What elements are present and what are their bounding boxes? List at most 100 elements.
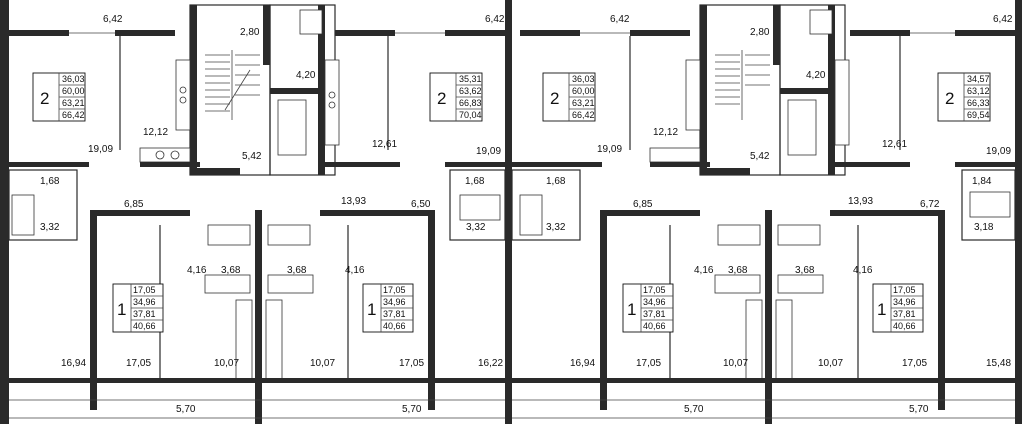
area-label: 17,05 [399,358,424,369]
area-label: 2,80 [750,27,770,38]
area-label: 1,68 [40,176,60,187]
elevator-shaft [299,9,323,35]
outer-wall-right [505,0,512,424]
section-right [511,0,1022,424]
area-label: 4,16 [345,265,365,276]
apt-area: 63,21 [572,98,595,108]
apt-area: 34,57 [967,74,990,84]
kitchen-counter [775,299,793,381]
room-count: 2 [550,89,559,108]
apt-table-left-3: 1 17,05 34,96 37,81 40,66 [112,283,164,333]
area-label: 12,12 [653,127,678,138]
apt-area: 34,96 [383,297,406,307]
washbasin [204,274,251,294]
area-label: 6,85 [124,199,144,210]
apt-area: 40,66 [893,321,916,331]
room-count: 1 [627,300,636,319]
apt-table-left-4: 1 17,05 34,96 37,81 40,66 [362,283,414,333]
kitchen-counter [649,147,701,163]
apt-area: 70,04 [459,110,482,120]
area-label: 3,32 [40,222,60,233]
area-label: 16,94 [61,358,86,369]
apt-area: 60,00 [62,86,85,96]
apt-area: 66,83 [459,98,482,108]
apt-area: 37,81 [383,309,406,319]
area-label: 3,68 [795,265,815,276]
area-label: 6,42 [993,14,1013,25]
apt-area: 66,42 [62,110,85,120]
washbasin [714,274,761,294]
apt-table-left-1: 2 36,03 60,00 63,21 66,42 [32,72,86,122]
area-label: 19,09 [986,146,1011,157]
area-label: 10,07 [818,358,843,369]
labels-right: 6,42 6,42 2,80 4,20 12,12 12,61 19,09 19… [546,14,1013,415]
apt-area: 66,33 [967,98,990,108]
labels-left: 6,42 6,42 2,80 4,20 12,12 12,61 19,09 19… [40,14,505,415]
apt-table-right-1: 2 36,03 60,00 63,21 66,42 [542,72,596,122]
kitchen-counter [745,299,763,381]
apt-area: 40,66 [643,321,666,331]
area-label: 3,68 [221,265,241,276]
apt-area: 34,96 [893,297,916,307]
stair-steps [205,50,260,120]
area-label: 4,20 [296,70,316,81]
kitchen-counter [685,59,701,131]
area-label: 6,50 [411,199,431,210]
area-label: 19,09 [476,146,501,157]
area-label: 17,05 [126,358,151,369]
apt-area: 36,03 [62,74,85,84]
outer-wall-left [0,0,9,424]
bathtub [267,224,311,246]
area-label: 5,42 [242,151,262,162]
washbasin [267,274,314,294]
area-label: 15,48 [986,358,1011,369]
area-label: 1,68 [465,176,485,187]
top-wall [9,30,69,36]
kitchen-counter [265,299,283,381]
apt-area: 34,96 [133,297,156,307]
area-label: 12,61 [372,139,397,150]
elevator-shaft [809,9,833,35]
kitchen-counter [834,59,850,146]
kitchen-counter [139,147,191,163]
room-count: 2 [945,89,954,108]
area-label: 6,85 [633,199,653,210]
area-label: 5,70 [402,404,422,415]
area-label: 3,18 [974,222,994,233]
apt-area: 37,81 [893,309,916,319]
apt-area: 66,42 [572,110,595,120]
apt-area: 17,05 [643,285,666,295]
area-label: 3,68 [287,265,307,276]
apt-table-right-4: 1 17,05 34,96 37,81 40,66 [872,283,924,333]
apt-area: 35,31 [459,74,482,84]
kitchen-counter [175,59,191,131]
area-label: 16,94 [570,358,595,369]
room-count: 2 [40,89,49,108]
area-label: 4,16 [187,265,207,276]
area-label: 5,70 [684,404,704,415]
room-count: 2 [437,89,446,108]
apt-area: 63,12 [967,86,990,96]
area-label: 4,20 [806,70,826,81]
area-label: 6,42 [485,14,505,25]
stair-steps [715,50,770,120]
elevator-car [787,99,817,156]
bathtub [459,194,501,221]
area-label: 19,09 [88,144,113,155]
apt-area: 69,54 [967,110,990,120]
elevator-car [277,99,307,156]
apt-area: 17,05 [133,285,156,295]
area-label: 12,61 [882,139,907,150]
area-label: 5,42 [750,151,770,162]
room-count: 1 [367,300,376,319]
apt-table-right-3: 1 17,05 34,96 37,81 40,66 [622,283,674,333]
room-count: 1 [117,300,126,319]
top-wall [445,30,505,36]
area-label: 13,93 [341,196,366,207]
apt-table-left-2: 2 35,31 63,62 66,83 70,04 [429,72,483,122]
apt-area: 36,03 [572,74,595,84]
apt-table-right-2: 2 34,57 63,12 66,33 69,54 [937,72,991,122]
area-label: 17,05 [636,358,661,369]
area-label: 6,72 [920,199,940,210]
area-label: 5,70 [909,404,929,415]
